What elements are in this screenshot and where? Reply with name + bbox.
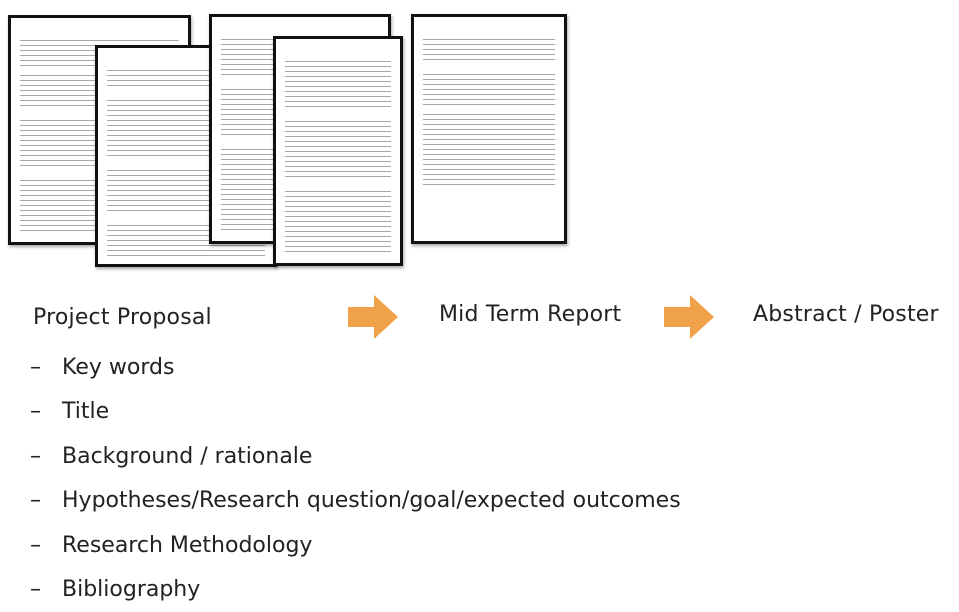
list-item: –Bibliography [30,568,681,612]
stage-project-proposal: Project Proposal [33,305,212,330]
list-item: –Key words [30,345,681,390]
arrow-right-icon [348,295,400,339]
list-item: –Title [30,390,681,435]
stage-mid-term-report: Mid Term Report [439,302,621,327]
arrow-right-icon [664,295,716,339]
list-item: –Research Methodology [30,523,681,568]
bibliography-page [411,14,567,244]
proposal-items-list: –Key words –Title –Background / rational… [30,345,681,612]
list-item: –Hypotheses/Research question/goal/expec… [30,479,681,524]
stage-abstract-poster: Abstract / Poster [753,302,939,327]
list-item: –Background / rationale [30,434,681,479]
proposal-page-4 [273,36,403,266]
